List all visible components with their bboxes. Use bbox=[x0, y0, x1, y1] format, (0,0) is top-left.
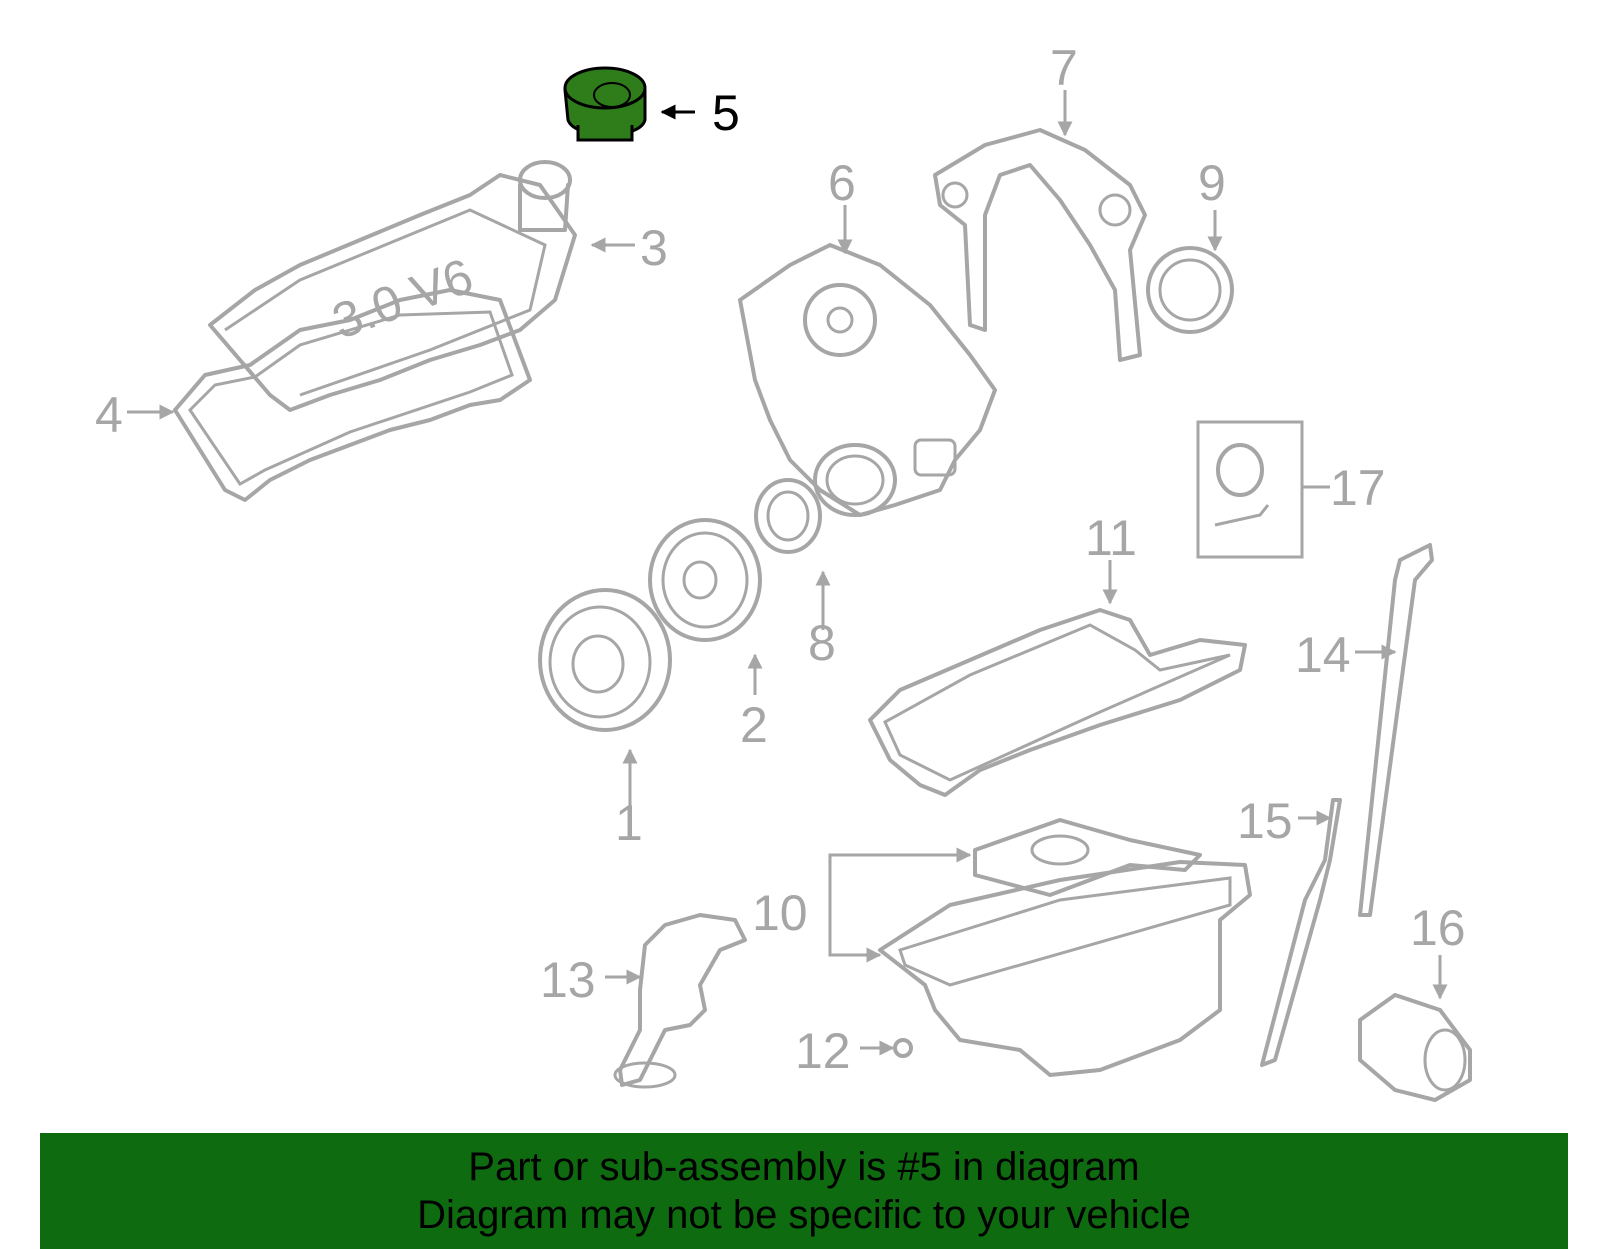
callout-labels: 1 2 3 4 5 6 7 8 9 10 11 12 13 14 15 16 1… bbox=[95, 40, 1466, 1079]
info-banner: Part or sub-assembly is #5 in diagram Di… bbox=[40, 1133, 1568, 1249]
callout-17: 17 bbox=[1330, 460, 1386, 516]
valve-cover-gasket[interactable] bbox=[173, 288, 532, 502]
callout-12: 12 bbox=[795, 1023, 851, 1079]
callout-15: 15 bbox=[1237, 793, 1293, 849]
oil-dipstick[interactable] bbox=[1358, 543, 1434, 917]
crankshaft-pulley[interactable] bbox=[538, 588, 672, 732]
callout-7: 7 bbox=[1050, 40, 1078, 96]
front-timing-cover[interactable] bbox=[738, 243, 997, 517]
callout-6: 6 bbox=[828, 155, 856, 211]
oil-pan[interactable] bbox=[878, 818, 1252, 1077]
callout-9: 9 bbox=[1198, 155, 1226, 211]
callout-13: 13 bbox=[540, 952, 596, 1008]
oil-filter[interactable] bbox=[1358, 993, 1472, 1102]
callout-1: 1 bbox=[615, 795, 643, 851]
callout-2: 2 bbox=[740, 697, 768, 753]
callout-10: 10 bbox=[752, 885, 808, 941]
valve-cover[interactable]: 3.0 V6 bbox=[208, 160, 577, 412]
front-crank-seal[interactable] bbox=[1146, 246, 1234, 334]
oil-filler-cap[interactable] bbox=[563, 66, 647, 142]
drain-plug[interactable] bbox=[893, 1038, 913, 1058]
callout-8: 8 bbox=[808, 615, 836, 671]
callout-4: 4 bbox=[95, 387, 123, 443]
pcv-valve-inset[interactable] bbox=[1196, 420, 1304, 559]
front-cover-gasket[interactable] bbox=[933, 128, 1147, 362]
callout-3: 3 bbox=[640, 220, 668, 276]
harmonic-balancer[interactable] bbox=[648, 518, 762, 642]
crankshaft-seal[interactable] bbox=[754, 478, 822, 554]
oil-pan-gasket[interactable] bbox=[868, 608, 1247, 797]
engine-badge: 3.0 V6 bbox=[325, 248, 480, 350]
banner-line-2: Diagram may not be specific to your vehi… bbox=[417, 1193, 1191, 1237]
callout-14: 14 bbox=[1295, 627, 1351, 683]
callout-11: 11 bbox=[1085, 510, 1137, 566]
callout-16: 16 bbox=[1410, 900, 1466, 956]
banner-line-1: Part or sub-assembly is #5 in diagram bbox=[468, 1145, 1140, 1189]
callout-5: 5 bbox=[712, 85, 740, 141]
oil-pump[interactable] bbox=[613, 913, 747, 1089]
callout-arrows bbox=[127, 90, 1448, 1056]
